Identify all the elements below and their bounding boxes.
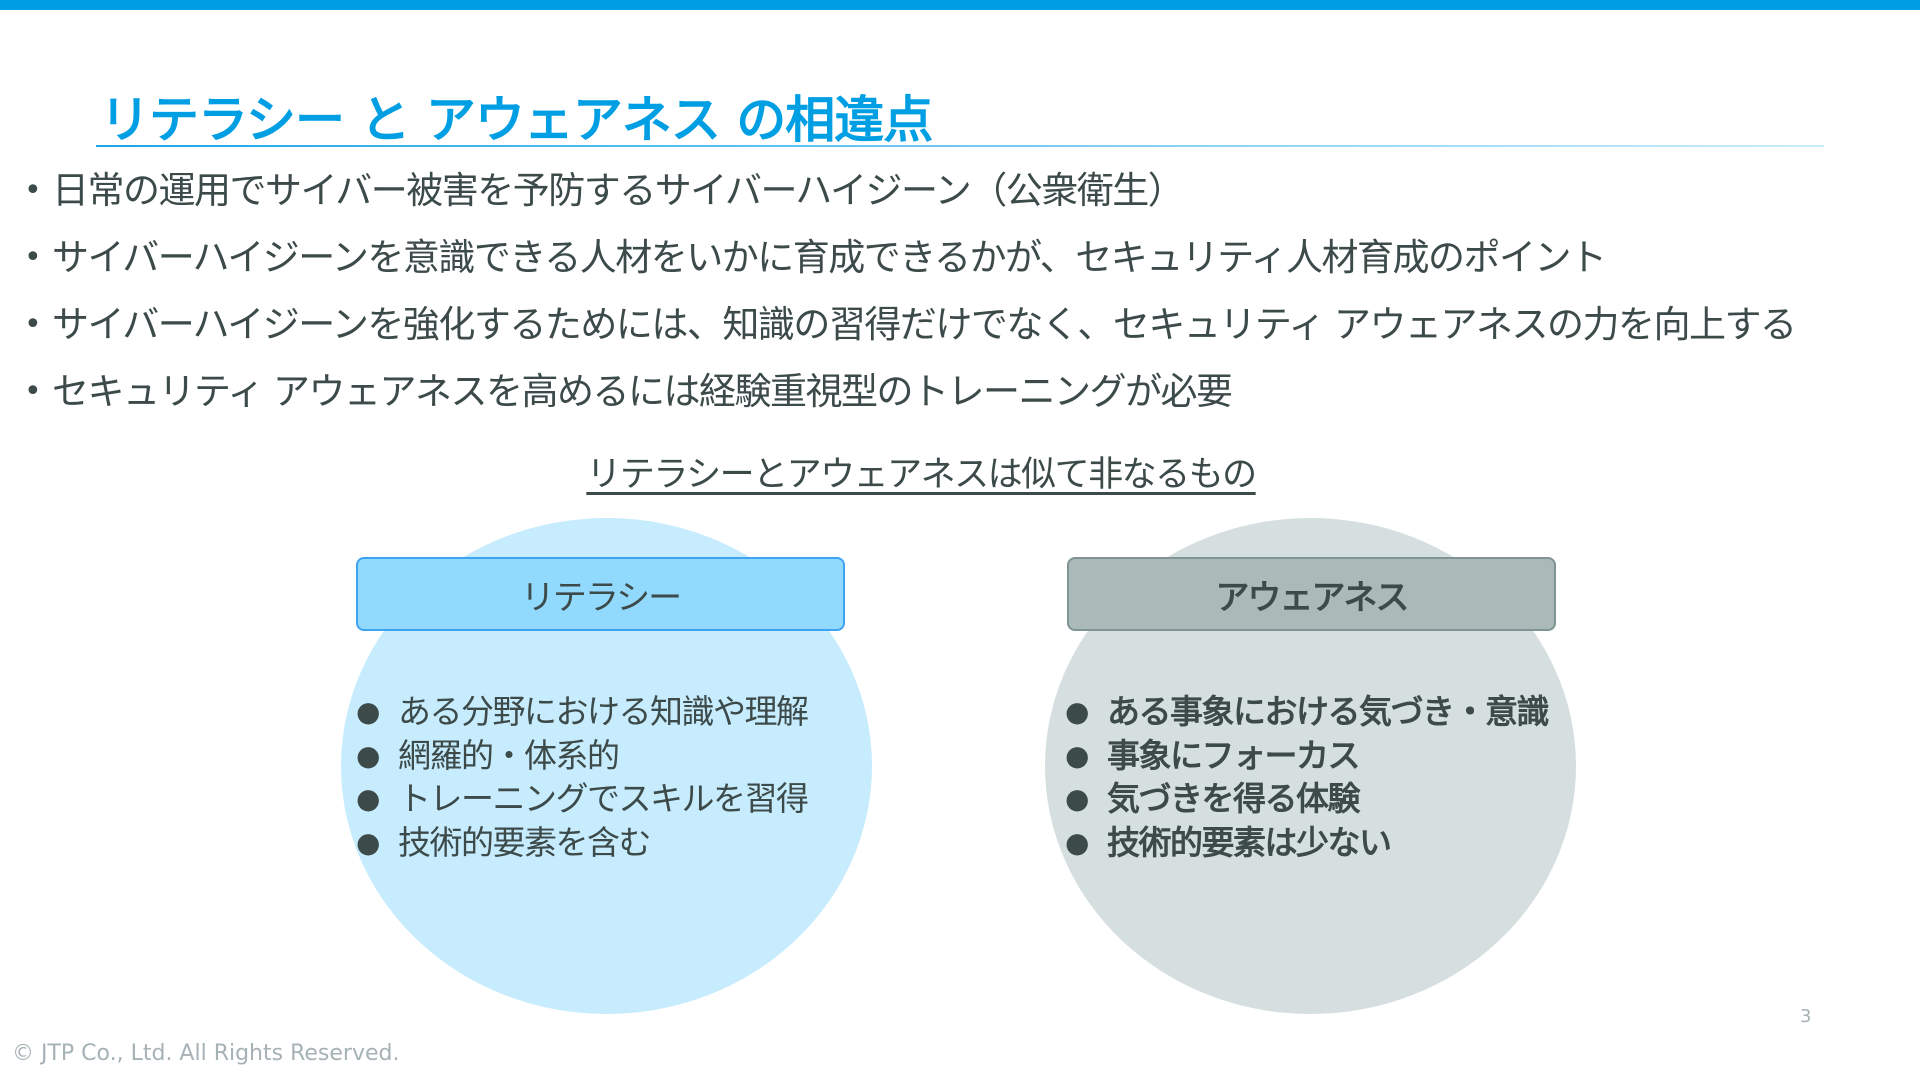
literacy-heading-box: リテラシー: [356, 557, 845, 631]
copyright-footer: © JTP Co., Ltd. All Rights Reserved.: [12, 1041, 400, 1066]
list-item: ●技術的要素は少ない: [1065, 822, 1392, 862]
list-item: ●事象にフォーカス: [1065, 735, 1361, 775]
bullet-icon: ●: [356, 782, 380, 815]
bullet-icon: •: [24, 240, 42, 275]
bullet-icon: ●: [1065, 825, 1089, 859]
main-bullet-list: •日常の運用でサイバー被害を予防するサイバーハイジーン（公衆衛生） •サイバーハ…: [24, 164, 1797, 432]
bullet-item: •日常の運用でサイバー被害を予防するサイバーハイジーン（公衆衛生）: [24, 164, 1795, 231]
list-item: ●ある事象における気づき・意識: [1065, 692, 1550, 731]
awareness-list: ●ある事象における気づき・意識 ●事象にフォーカス ●気づきを得る体験 ●技術的…: [1065, 690, 1550, 864]
comparison-subtitle: リテラシーとアウェアネスは似て非なるもの: [586, 455, 1257, 495]
slide-title: リテラシー と アウェアネス の相違点: [100, 91, 933, 149]
bullet-icon: ●: [356, 825, 380, 859]
list-item: ●気づきを得る体験: [1065, 779, 1361, 818]
bullet-icon: ●: [1065, 738, 1089, 772]
bullet-icon: •: [24, 374, 42, 409]
bullet-icon: •: [24, 173, 42, 208]
bullet-icon: ●: [1065, 695, 1089, 728]
bullet-item: •セキュリティ アウェアネスを高めるには経験重視型のトレーニングが必要: [24, 365, 1795, 432]
literacy-list: ●ある分野における知識や理解 ●網羅的・体系的 ●トレーニングでスキルを習得 ●…: [356, 690, 809, 864]
bullet-icon: ●: [1065, 782, 1089, 815]
awareness-heading-box: アウェアネス: [1067, 557, 1556, 631]
list-item: ●ある分野における知識や理解: [356, 692, 809, 731]
page-number: 3: [1800, 1006, 1812, 1027]
list-item: ●トレーニングでスキルを習得: [356, 779, 809, 818]
bullet-icon: ●: [356, 695, 380, 728]
list-item: ●技術的要素を含む: [356, 822, 652, 862]
bullet-item: •サイバーハイジーンを強化するためには、知識の習得だけでなく、セキュリティ アウ…: [24, 298, 1797, 365]
bullet-item: •サイバーハイジーンを意識できる人材をいかに育成できるかが、セキュリティ人材育成…: [24, 231, 1795, 298]
bullet-icon: ●: [356, 738, 380, 772]
title-divider: [96, 145, 1824, 147]
top-accent-bar: [0, 0, 1920, 10]
bullet-icon: •: [24, 307, 42, 342]
list-item: ●網羅的・体系的: [356, 735, 620, 775]
